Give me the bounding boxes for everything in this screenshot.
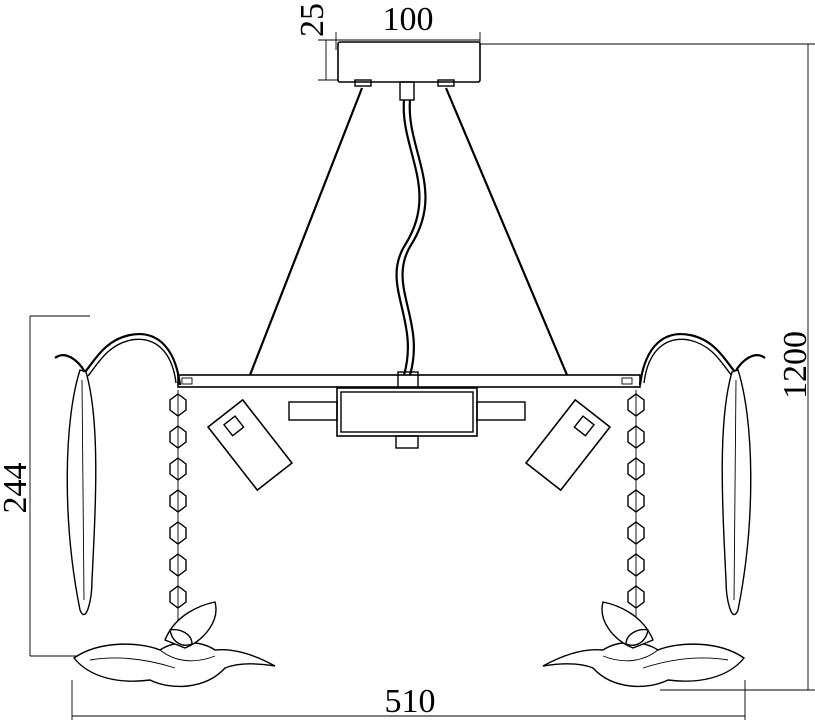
bird-ornament-left <box>72 601 276 688</box>
decorative-arm-left <box>54 333 182 386</box>
central-hub <box>288 387 526 449</box>
spotlight-left <box>206 398 294 492</box>
bird-ornament-right <box>542 601 746 688</box>
dimension-canopy-height: 25 <box>294 3 331 37</box>
dimension-overall-width: 510 <box>385 683 436 720</box>
crystal-strand-left <box>169 390 187 640</box>
dimension-body-height: 244 <box>0 463 34 514</box>
hanging-leaf-right <box>721 369 752 616</box>
dimension-lines <box>29 32 815 720</box>
dimension-canopy-width: 100 <box>383 1 434 38</box>
dimension-overall-height: 1200 <box>777 331 814 399</box>
spotlight-right <box>524 398 612 492</box>
hanging-leaf-left <box>66 369 97 616</box>
decorative-arm-right <box>638 333 766 386</box>
crystal-strand-right <box>627 390 645 640</box>
suspension-rods <box>248 87 569 376</box>
ceiling-canopy <box>337 41 481 101</box>
